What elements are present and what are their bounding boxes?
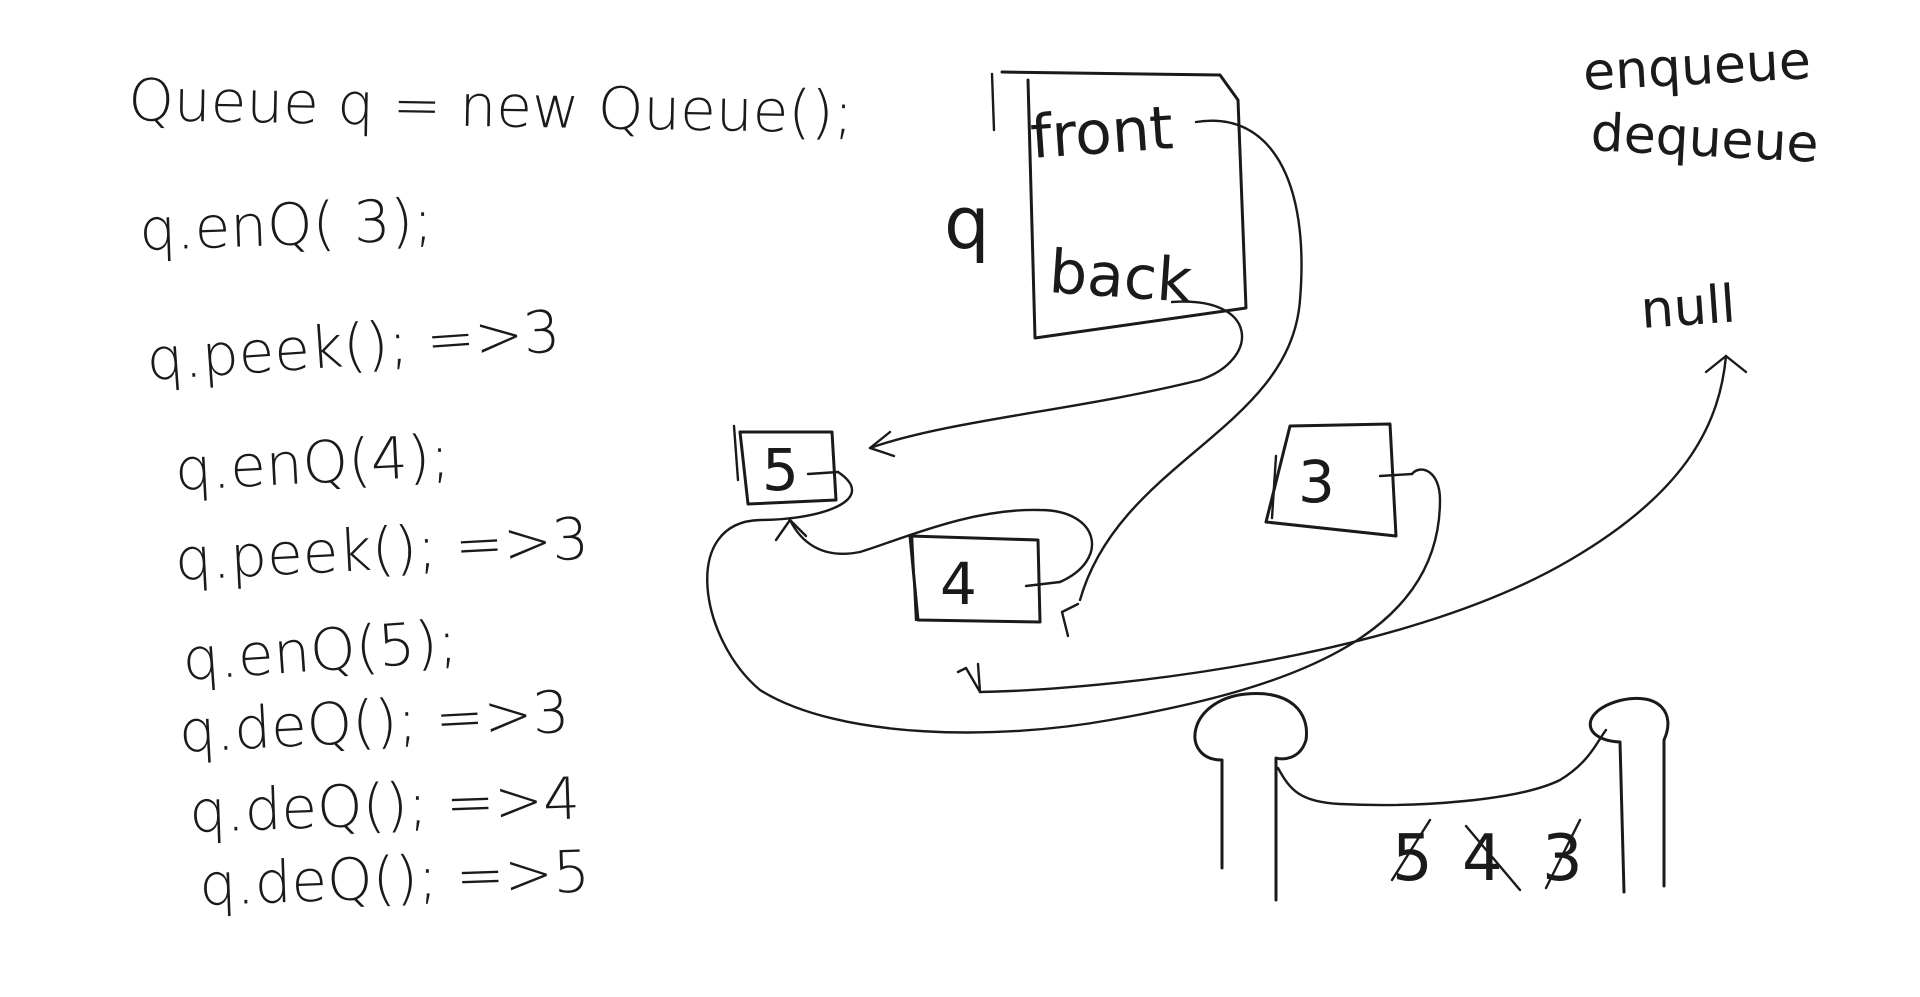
queue-object-box — [1000, 70, 1248, 340]
code-line-dequeue-1: q.deQ(); =>3 — [177, 678, 571, 766]
note-enqueue: enqueue — [1582, 31, 1813, 103]
node-4-to-node-5-link — [788, 508, 1094, 584]
node-4-next-pointer-stub — [1024, 580, 1062, 588]
code-line-enqueue-4: q.enQ(4); — [173, 422, 451, 504]
removed-value-4: 4 — [1462, 822, 1503, 896]
strike-5 — [1390, 818, 1432, 882]
right-post — [1588, 696, 1670, 894]
code-line-dequeue-3: q.deQ(); =>5 — [198, 837, 591, 919]
removed-value-5: 5 — [1392, 822, 1433, 896]
node-5: 5 — [732, 424, 840, 506]
node-4: 4 — [908, 534, 1062, 624]
back-field-label: back — [1047, 237, 1194, 317]
code-line-constructor: Queue q = new Queue(); — [128, 66, 854, 147]
node-3-next-pointer-stub — [1378, 472, 1414, 478]
node-3-box-edge — [1270, 454, 1278, 520]
code-line-enqueue-5: q.enQ(5); — [180, 607, 459, 694]
code-line-peek-2: q.peek(); =>3 — [173, 504, 590, 594]
note-dequeue: dequeue — [1589, 103, 1820, 175]
node-5-next-pointer-stub — [806, 470, 840, 476]
node-4-to-node-5-arrowhead — [774, 518, 808, 542]
null-arrowhead — [1704, 354, 1748, 374]
node-5-box-edge — [732, 424, 740, 482]
strike-4 — [1464, 824, 1522, 892]
rope — [1276, 728, 1608, 807]
queue-variable-label: q — [944, 181, 990, 265]
node-5-to-null-link — [976, 354, 1728, 694]
node-4-box-edge — [910, 534, 918, 622]
front-field-label: front — [1028, 93, 1175, 173]
queue-tube-sketch: 5 4 3 — [1193, 692, 1670, 902]
code-line-enqueue-3: q.enQ( 3); — [138, 186, 434, 264]
node-3: 3 — [1264, 422, 1414, 538]
notes: enqueue dequeue — [1582, 31, 1821, 175]
code-line-peek-1: q.peek(); =>3 — [144, 297, 562, 394]
back-pointer-arrowhead — [868, 430, 896, 458]
back-pointer-line — [868, 300, 1244, 450]
node-3-value: 3 — [1298, 448, 1335, 516]
code-listing: Queue q = new Queue(); q.enQ( 3); q.peek… — [128, 66, 854, 919]
node-3-to-node-4-arrowhead — [956, 666, 982, 694]
node-3-to-node-4-link — [706, 468, 1442, 734]
node-5-value: 5 — [762, 436, 799, 504]
front-pointer-line — [1078, 119, 1303, 602]
front-pointer-arrowhead — [1060, 602, 1080, 638]
node-5-box — [738, 430, 838, 506]
node-4-value: 4 — [940, 550, 977, 618]
null-label: null — [1639, 275, 1738, 341]
left-post — [1193, 692, 1308, 902]
queue-object: q front back — [944, 70, 1248, 340]
code-line-dequeue-2: q.deQ(); =>4 — [188, 764, 581, 846]
strike-3 — [1544, 818, 1582, 890]
pointer-arrows — [706, 119, 1748, 734]
queue-object-box-edge — [990, 72, 996, 132]
